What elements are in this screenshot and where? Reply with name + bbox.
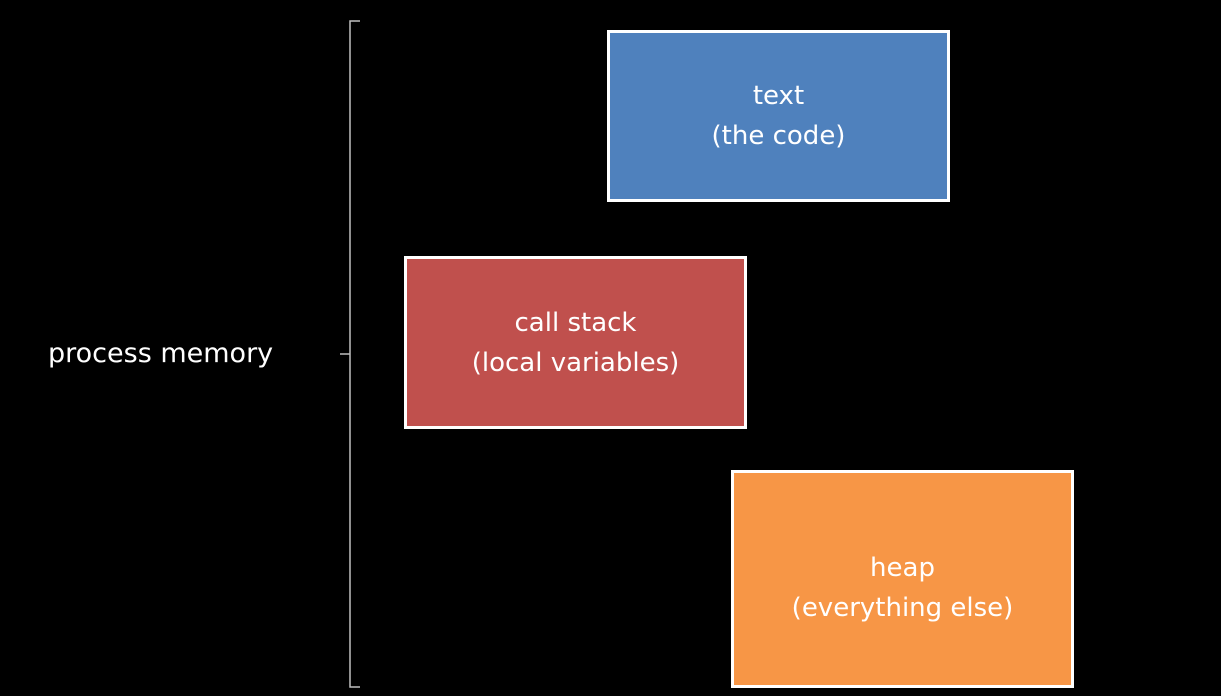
heap-segment-text: heap (everything else) [792,548,1014,628]
memory-bracket [340,20,360,688]
heap-segment-subtitle: (everything else) [791,593,1014,623]
text-segment-title: text [752,81,805,111]
heap-segment-title: heap [870,553,935,583]
text-segment-subtitle: (the code) [711,121,846,151]
text-segment-box: text (the code) [607,30,950,202]
call-stack-segment-title: call stack [514,307,637,338]
process-memory-label: process memory [48,338,274,369]
call-stack-segment-box: call stack (local variables) [404,256,747,429]
call-stack-segment-subtitle: (local variables) [471,347,680,378]
heap-segment-box: heap (everything else) [731,470,1074,688]
